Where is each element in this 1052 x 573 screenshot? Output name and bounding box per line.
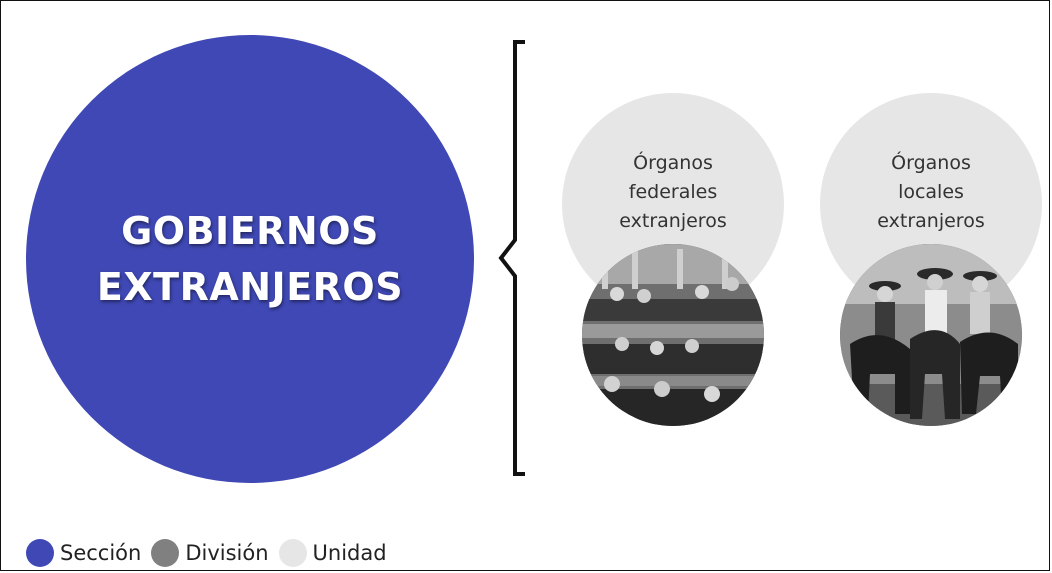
horsemen-photo [840,244,1022,426]
legend-item-division: División [151,539,269,567]
section-circle: GOBIERNOS EXTRANJEROS [26,35,474,483]
legend-label-division: División [185,541,269,565]
unit-label-local: Órganos locales extranjeros [877,152,985,232]
legend-label-unidad: Unidad [312,541,387,565]
unit-label-federal: Órganos federales extranjeros [619,152,727,232]
legend: Sección División Unidad [26,536,397,570]
legend-swatch-division [151,539,180,567]
parliament-image [582,244,764,426]
parliament-photo [582,244,764,426]
legend-label-seccion: Sección [60,541,142,565]
legend-swatch-seccion [26,539,54,567]
curly-brace [498,40,525,476]
legend-swatch-unidad [278,539,307,567]
section-label: GOBIERNOS EXTRANJEROS [96,209,404,309]
legend-item-seccion: Sección [26,539,141,567]
legend-item-unidad: Unidad [278,539,387,567]
horsemen-image [840,244,1022,426]
